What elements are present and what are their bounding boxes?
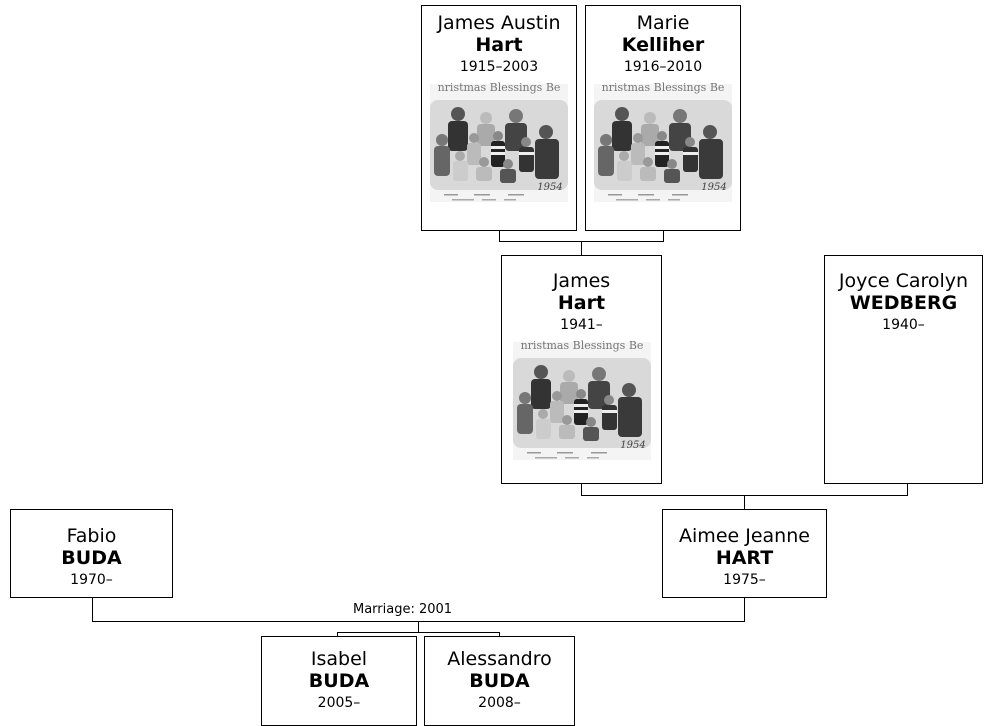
connector-grandparents-to-james xyxy=(581,241,582,255)
person-card-aimee-jeanne-hart[interactable]: Aimee Jeanne HART 1975– xyxy=(662,509,827,598)
connector-couple-to-children xyxy=(418,621,419,633)
surname: HART xyxy=(715,547,774,569)
person-card-james-hart[interactable]: James Hart 1941– nristmas Blessings Be 1… xyxy=(501,255,662,484)
photo-caption: nristmas Blessings Be xyxy=(438,81,561,94)
life-dates: 1970– xyxy=(70,572,113,588)
life-dates: 2008– xyxy=(478,695,521,711)
life-dates: 2005– xyxy=(317,695,361,711)
person-card-isabel-buda[interactable]: Isabel BUDA 2005– xyxy=(261,636,417,726)
surname: WEDBERG xyxy=(849,292,958,314)
surname: Hart xyxy=(557,292,606,314)
person-card-joyce-carolyn-wedberg[interactable]: Joyce Carolyn WEDBERG 1940– xyxy=(824,255,983,484)
photo-year: 1954 xyxy=(620,440,645,451)
surname: BUDA xyxy=(308,670,370,692)
life-dates: 1941– xyxy=(560,317,603,333)
connector-couple-down-right xyxy=(744,598,745,622)
given-name: James Austin xyxy=(437,12,561,34)
given-name: James xyxy=(552,270,611,292)
connector-parents-down-left xyxy=(581,484,582,496)
given-name: Joyce Carolyn xyxy=(838,270,969,292)
surname: Hart xyxy=(475,34,523,56)
life-dates: 1940– xyxy=(882,317,925,333)
person-card-marie-kelliher[interactable]: Marie Kelliher 1916–2010 nristmas Blessi… xyxy=(585,5,741,231)
family-photo: nristmas Blessings Be 1954 xyxy=(512,339,651,460)
given-name: Fabio xyxy=(66,525,117,547)
life-dates: 1975– xyxy=(723,572,766,588)
connector-child-isabel xyxy=(337,632,338,636)
surname: BUDA xyxy=(61,547,122,569)
life-dates: 1916–2010 xyxy=(623,59,703,75)
given-name: Marie xyxy=(636,12,690,34)
photo-caption: nristmas Blessings Be xyxy=(602,81,725,94)
person-card-alessandro-buda[interactable]: Alessandro BUDA 2008– xyxy=(424,636,575,726)
marriage-label: Marriage: 2001 xyxy=(353,602,453,618)
connector-parents-to-aimee xyxy=(744,495,745,509)
photo-caption: nristmas Blessings Be xyxy=(520,339,643,352)
connector-children-horizontal xyxy=(337,632,500,633)
photo-year: 1954 xyxy=(701,182,726,193)
given-name: Isabel xyxy=(310,648,368,670)
surname: Kelliher xyxy=(621,34,705,56)
connector-couple-down-left xyxy=(92,598,93,622)
person-card-james-austin-hart[interactable]: James Austin Hart 1915–2003 nristmas Ble… xyxy=(421,5,577,231)
connector-grandparents-down-right xyxy=(663,230,664,242)
person-card-fabio-buda[interactable]: Fabio BUDA 1970– xyxy=(10,509,173,598)
connector-child-alessandro xyxy=(499,632,500,636)
surname: BUDA xyxy=(469,670,530,692)
photo-year: 1954 xyxy=(537,182,562,193)
life-dates: 1915–2003 xyxy=(459,59,539,75)
given-name: Alessandro xyxy=(447,648,552,670)
family-photo: nristmas Blessings Be 1954 xyxy=(594,81,732,202)
connector-parents-down-right xyxy=(907,484,908,496)
family-photo: nristmas Blessings Be 1954 xyxy=(430,81,568,202)
connector-grandparents-down-left xyxy=(499,230,500,242)
given-name: Aimee Jeanne xyxy=(679,525,810,547)
